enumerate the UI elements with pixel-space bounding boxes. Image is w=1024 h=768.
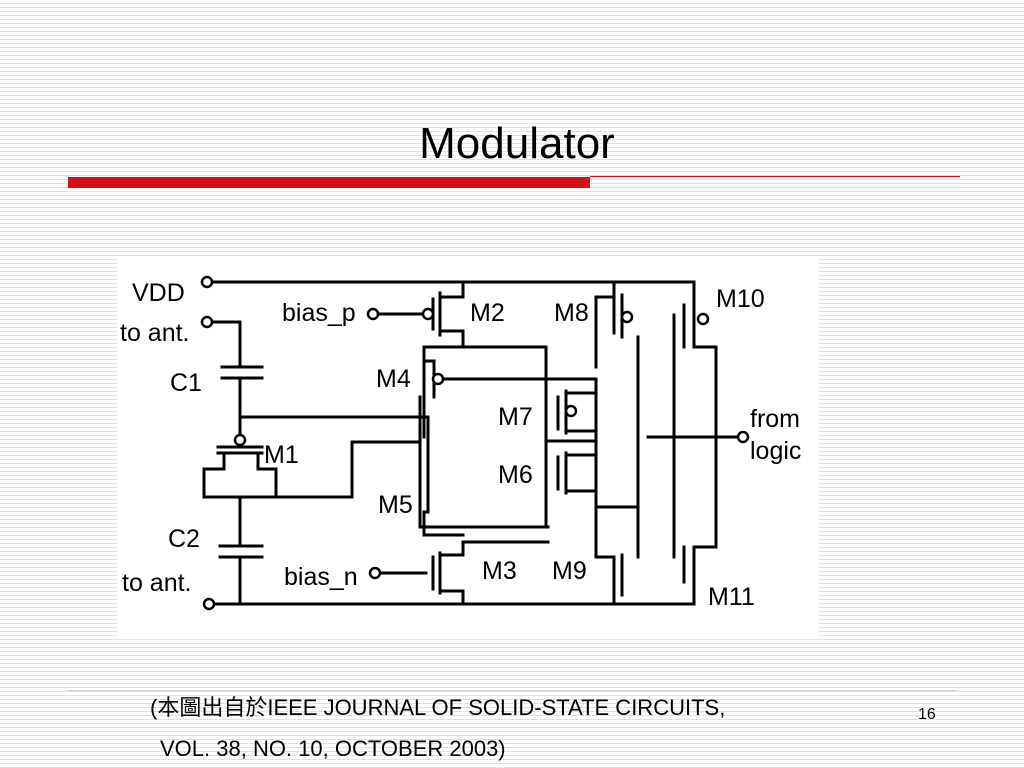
- modulator-schematic: VDD to ant. C1 M1 C2 to ant. bias_p bias…: [118, 257, 818, 639]
- label-logic: logic: [750, 437, 801, 465]
- label-bias-n: bias_n: [284, 563, 358, 591]
- label-bias-p: bias_p: [282, 299, 356, 327]
- label-to-ant-bottom: to ant.: [122, 569, 192, 597]
- title-rule-thick: [68, 177, 590, 188]
- label-c1: C1: [170, 369, 202, 397]
- label-c2: C2: [168, 525, 200, 553]
- label-m11: M11: [708, 583, 755, 611]
- label-m7: M7: [498, 403, 533, 431]
- label-m8: M8: [554, 299, 589, 327]
- circuit-diagram: VDD to ant. C1 M1 C2 to ant. bias_p bias…: [120, 275, 801, 611]
- label-vdd: VDD: [132, 279, 185, 307]
- label-m5: M5: [378, 491, 413, 519]
- label-m9: M9: [552, 557, 587, 585]
- page-number: 16: [918, 706, 936, 723]
- label-m3: M3: [482, 557, 517, 585]
- label-m2: M2: [470, 299, 505, 327]
- source-caption-line2: VOL. 38, NO. 10, OCTOBER 2003): [160, 736, 506, 761]
- label-m10: M10: [716, 285, 765, 313]
- label-from: from: [750, 405, 800, 433]
- source-caption-line1: (本圖出自於IEEE JOURNAL OF SOLID-STATE CIRCUI…: [150, 695, 726, 720]
- slide-title: Modulator: [419, 119, 615, 168]
- title-rule-thin: [590, 176, 960, 177]
- label-m4: M4: [376, 365, 411, 393]
- footer-rule: [68, 690, 956, 691]
- label-to-ant-top: to ant.: [120, 319, 190, 347]
- label-m6: M6: [498, 461, 533, 489]
- label-m1: M1: [264, 441, 299, 469]
